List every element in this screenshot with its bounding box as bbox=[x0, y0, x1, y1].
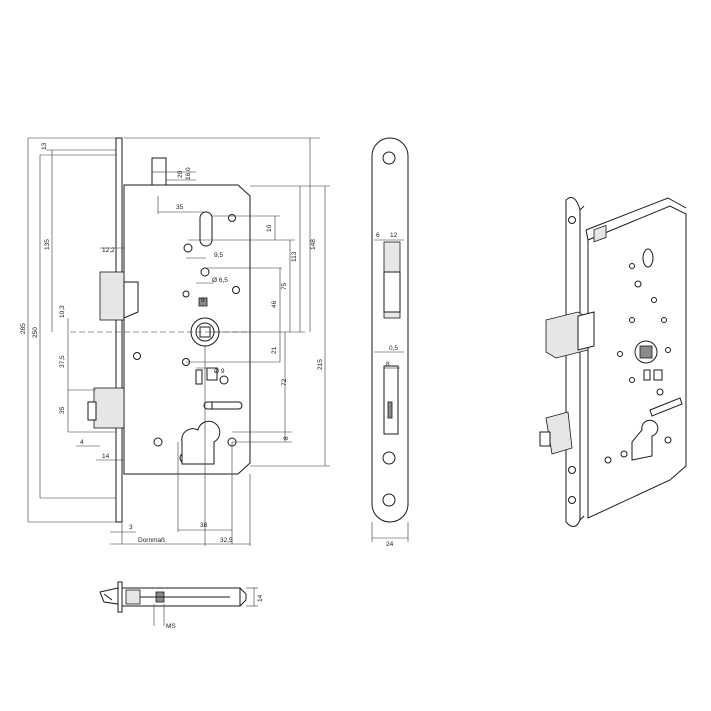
dim-72: 72 bbox=[281, 378, 288, 386]
lower-slot-3d bbox=[649, 397, 683, 417]
dim-9-5: 9,5 bbox=[214, 252, 223, 259]
small-square bbox=[198, 297, 208, 307]
top-stub bbox=[151, 157, 167, 186]
dim-37-5: 37,5 bbox=[59, 355, 66, 368]
hole bbox=[153, 437, 163, 447]
bolt-opening bbox=[383, 365, 399, 435]
dim-14: 14 bbox=[102, 453, 110, 460]
perspective-view bbox=[539, 197, 687, 527]
dead-bolt bbox=[93, 387, 125, 429]
dim-14-bottom: 14 bbox=[257, 594, 264, 602]
dim-135: 135 bbox=[44, 239, 51, 250]
dim-12: 12 bbox=[390, 232, 398, 239]
dim-ms: MS bbox=[166, 623, 176, 630]
dim-285: 285 bbox=[20, 323, 27, 334]
latch-bottom bbox=[99, 587, 119, 605]
dim-dia-9: Ø 9 bbox=[214, 368, 225, 375]
dim-46: 46 bbox=[271, 300, 278, 308]
screw-hole bbox=[382, 151, 396, 165]
screw-hole bbox=[382, 451, 396, 465]
latch-face bbox=[383, 271, 401, 313]
dim-4: 4 bbox=[80, 439, 84, 446]
dim-9: 9 bbox=[201, 297, 205, 304]
dim-6: 6 bbox=[376, 232, 380, 239]
top-tab-3d bbox=[593, 224, 607, 243]
hole bbox=[219, 375, 229, 385]
dim-6-5: Ø 6,5 bbox=[212, 277, 228, 284]
cylinder-3d bbox=[631, 419, 659, 461]
dim-10: 10 bbox=[266, 224, 273, 232]
slot-3d bbox=[642, 248, 654, 268]
dim-24: 24 bbox=[386, 541, 394, 548]
dim-dornmass: Dornmaß bbox=[138, 537, 165, 544]
forend-3d bbox=[565, 197, 581, 527]
follower-square-3d bbox=[639, 345, 653, 359]
dim-35-left: 35 bbox=[59, 406, 66, 414]
follower-3d bbox=[634, 340, 658, 364]
dim-32-5: 32,5 bbox=[220, 537, 233, 544]
dead-bolt-tip bbox=[87, 401, 97, 421]
forend-face bbox=[371, 137, 409, 523]
hole bbox=[133, 352, 141, 360]
dim-8-side: 8 bbox=[386, 361, 390, 368]
hole bbox=[228, 214, 236, 222]
dim-75: 75 bbox=[281, 282, 288, 290]
deadbolt-tip-3d bbox=[539, 431, 551, 447]
dim-148: 148 bbox=[310, 239, 317, 250]
bottom-view: 14 MS bbox=[99, 581, 264, 630]
dim-8: 8 bbox=[283, 436, 290, 440]
hole bbox=[182, 290, 190, 298]
screw-3d bbox=[568, 466, 576, 474]
case-part bbox=[125, 589, 141, 605]
dim-113: 113 bbox=[291, 251, 298, 262]
forend-bottom bbox=[117, 581, 123, 613]
dim-16: 16,0 bbox=[185, 167, 192, 180]
dim-12-2: 12,2 bbox=[102, 247, 115, 254]
lower-slot bbox=[203, 401, 243, 410]
screw-3d bbox=[568, 496, 576, 504]
forend-plate bbox=[115, 137, 123, 523]
case-3d bbox=[587, 205, 687, 519]
cylinder-cutout bbox=[181, 420, 221, 465]
dim-21: 21 bbox=[271, 346, 278, 354]
latch-tip bbox=[123, 281, 139, 319]
hole bbox=[232, 286, 240, 294]
dim-20: 20 bbox=[177, 170, 184, 178]
hole bbox=[183, 243, 193, 253]
side-view: 6 12 0,5 8 24 bbox=[371, 137, 409, 548]
dim-35-top: 35 bbox=[176, 204, 184, 211]
tumbler bbox=[195, 369, 203, 385]
dim-0-5: 0,5 bbox=[389, 345, 398, 352]
latch-bolt bbox=[99, 271, 125, 321]
screw-hole bbox=[382, 493, 396, 507]
front-view: 13 20 16,0 35 10 148 113 75 46 21 72 215… bbox=[20, 137, 330, 546]
dim-3: 3 bbox=[129, 524, 133, 531]
dim-250: 250 bbox=[32, 327, 39, 338]
bolt-slot bbox=[387, 401, 393, 419]
dim-215: 215 bbox=[317, 359, 324, 370]
top-slot bbox=[199, 211, 213, 247]
dim-10-3: 10,3 bbox=[59, 305, 66, 318]
screw-3d bbox=[568, 216, 576, 224]
dim-13: 13 bbox=[41, 142, 48, 150]
dim-38: 38 bbox=[200, 522, 208, 529]
latch-3d-side bbox=[577, 311, 595, 351]
